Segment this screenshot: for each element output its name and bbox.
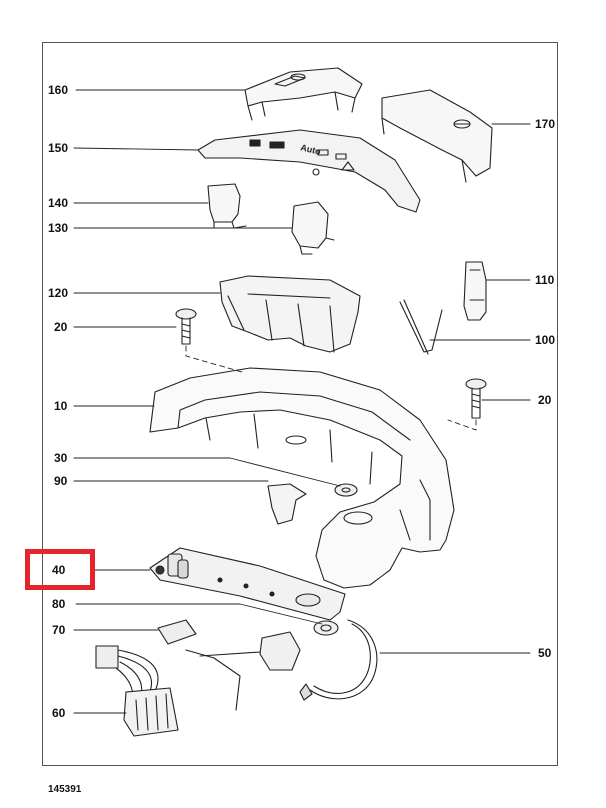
- callout-label-70: 70: [52, 623, 66, 637]
- callout-label-50: 50: [538, 646, 552, 660]
- callout-label-120: 120: [48, 286, 69, 300]
- part-button-130: [291, 201, 335, 255]
- part-screw-20-left: [175, 308, 197, 345]
- callout-label-40: 40: [52, 563, 66, 577]
- part-pcb-40: [149, 547, 346, 621]
- callout-label-130: 130: [48, 221, 69, 235]
- callout-label-160: 160: [48, 83, 69, 97]
- part-connector-60: [123, 687, 179, 737]
- part-faceplate-150: [197, 129, 421, 213]
- callout-label-60: 60: [52, 706, 66, 720]
- part-button-block-120: [219, 275, 361, 353]
- part-clip-110: [463, 261, 487, 321]
- diagram-frame: [42, 42, 558, 766]
- part-sensor-80: [313, 620, 339, 636]
- part-cable-50: [299, 619, 378, 701]
- part-screw-20-right: [465, 378, 487, 419]
- callout-label-140: 140: [48, 196, 69, 210]
- callout-label-80: 80: [52, 597, 66, 611]
- highlight-box-part-40: [25, 549, 95, 590]
- callout-label-20-left: 20: [54, 320, 68, 334]
- callout-label-170: 170: [535, 117, 556, 131]
- part-top-cover-160: [244, 67, 363, 121]
- document-number: 145391: [48, 784, 82, 795]
- part-spring-100: [399, 299, 443, 355]
- callout-label-110: 110: [535, 273, 555, 287]
- callout-label-20-right: 20: [538, 393, 552, 407]
- part-grommet-30: [334, 483, 358, 497]
- callout-label-150: 150: [48, 141, 69, 155]
- callout-label-100: 100: [535, 333, 556, 347]
- part-wiring-70: [95, 619, 301, 711]
- callout-label-30: 30: [54, 451, 68, 465]
- part-side-cap-170: [381, 89, 493, 183]
- part-housing-10: [149, 367, 455, 589]
- part-bracket-90: [267, 483, 307, 525]
- callout-label-90: 90: [54, 474, 68, 488]
- auto-marking: Auto: [300, 142, 323, 157]
- part-button-140: [207, 183, 247, 229]
- callout-label-10: 10: [54, 399, 68, 413]
